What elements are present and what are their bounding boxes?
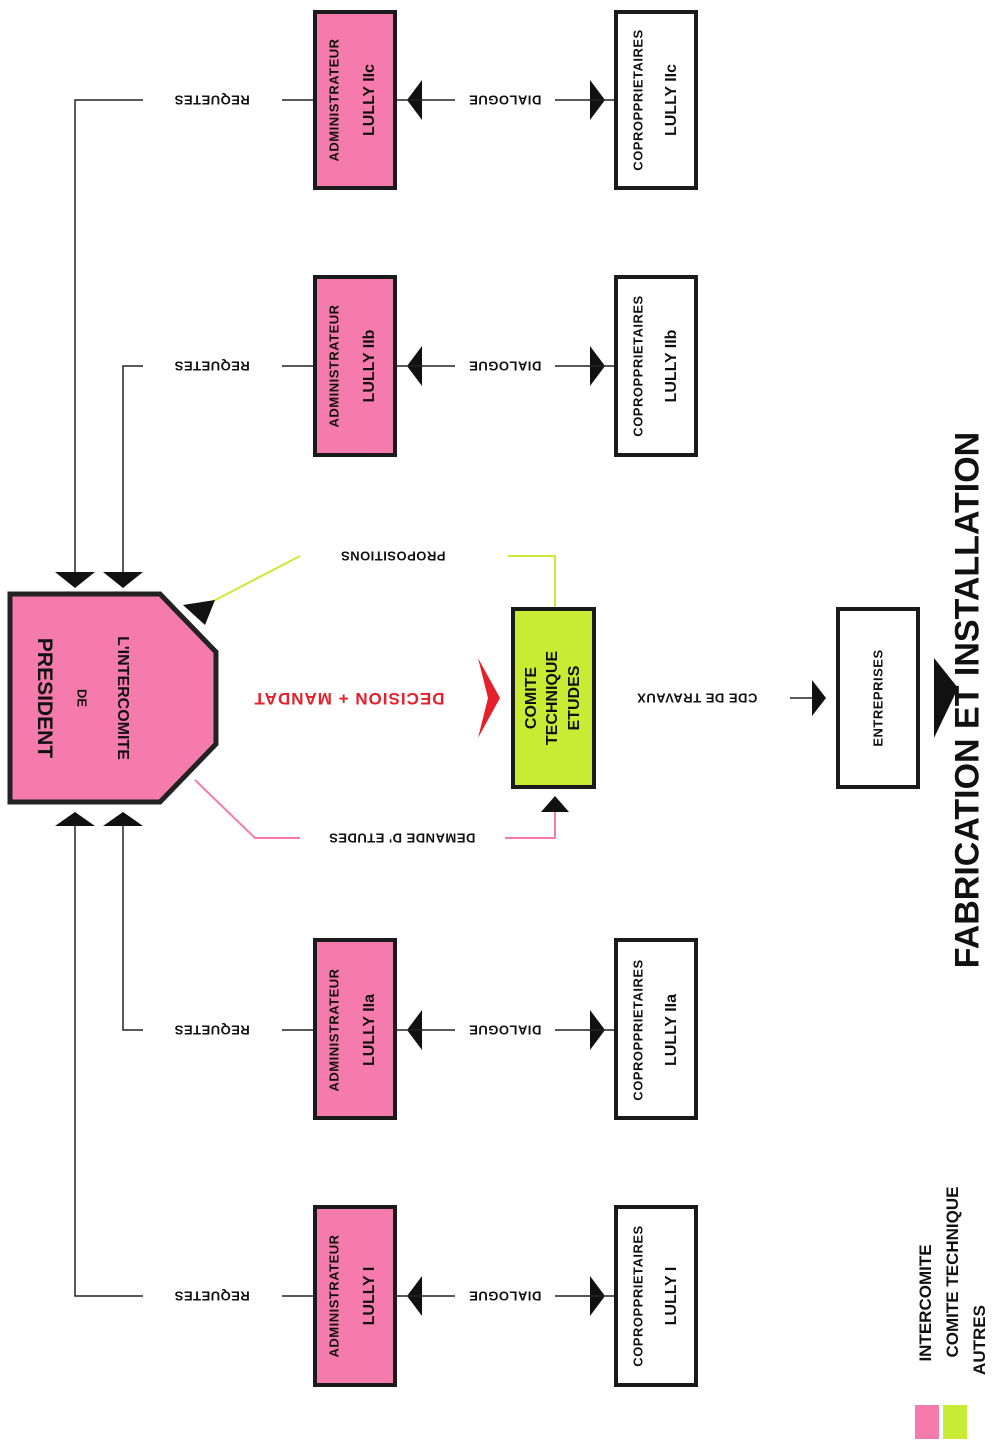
entreprises-box: [836, 607, 920, 789]
dialogue-label: DIALOGUE: [468, 1022, 542, 1038]
admin-box-i: [313, 1205, 397, 1387]
admin-role: ADMINISTRATEUR: [326, 968, 342, 1092]
copro-role: COPROPPRIETAIRES: [630, 29, 646, 171]
admin-role: ADMINISTRATEUR: [326, 38, 342, 162]
requetes-line-iib: [122, 365, 143, 575]
copro-name: LULLY I: [663, 1266, 680, 1326]
arrow-up-2: [103, 812, 143, 826]
legend-label-comite: COMITE TECHNIQUE: [943, 1186, 962, 1358]
admin-name: LULLY IIa: [361, 993, 378, 1067]
dialogue-label: DIALOGUE: [468, 358, 542, 374]
cde-label: CDE DE TRAVAUX: [636, 690, 758, 706]
demande-label: DEMANDE D' ETUDES: [328, 830, 476, 846]
copro-box-iic: [614, 10, 698, 190]
requetes-line-iic: [74, 99, 143, 575]
admin-box-iib: [313, 275, 397, 457]
copro-box-iia: [614, 938, 698, 1120]
copro-box-iib: [614, 275, 698, 457]
legend-label-intercomite: INTERCOMITE: [916, 1244, 935, 1362]
decision-arrow: [478, 658, 500, 738]
entreprises-label: ENTREPRISES: [870, 649, 886, 747]
copro-name: LULLY IIc: [663, 63, 680, 137]
president-line2: DE: [74, 688, 90, 708]
arrow-down-1: [55, 572, 95, 588]
admin-role: ADMINISTRATEUR: [326, 304, 342, 428]
legend-swatch-intercomite: [915, 1405, 939, 1439]
arrow-down-2: [103, 572, 143, 588]
requetes-label: REQUETES: [174, 92, 250, 108]
page-title: FABRICATION ET INSTALLATION: [948, 431, 987, 969]
copro-name: LULLY IIb: [663, 329, 680, 403]
requetes-label: REQUETES: [174, 1288, 250, 1304]
copro-role: COPROPPRIETAIRES: [630, 959, 646, 1101]
comite-line3: ETUDES: [566, 665, 583, 731]
decision-label: DECISION + MANDAT: [253, 689, 445, 708]
admin-name: LULLY IIb: [361, 329, 378, 403]
propositions-label: PROPOSITIONS: [340, 548, 446, 564]
president-line3: L'INTERCOMITE: [114, 636, 131, 760]
admin-role: ADMINISTRATEUR: [326, 1234, 342, 1358]
legend-swatch-comite: [943, 1405, 967, 1439]
requetes-line-iia: [122, 825, 143, 1031]
admin-name: LULLY I: [361, 1266, 378, 1326]
comite-line1: COMITE: [523, 666, 540, 730]
admin-box-iia: [313, 938, 397, 1120]
legend-label-autres: AUTRES: [970, 1305, 989, 1375]
copro-box-i: [614, 1205, 698, 1387]
admin-name: LULLY IIc: [361, 63, 378, 137]
president-line1: PRESIDENT: [33, 637, 56, 759]
requetes-label: REQUETES: [174, 1022, 250, 1038]
copro-role: COPROPPRIETAIRES: [630, 295, 646, 437]
copro-role: COPROPPRIETAIRES: [630, 1225, 646, 1367]
copro-name: LULLY IIa: [663, 993, 680, 1067]
comite-technique-box: [511, 607, 596, 789]
dialogue-label: DIALOGUE: [468, 1288, 542, 1304]
dialogue-label: DIALOGUE: [468, 92, 542, 108]
admin-box-iic: [313, 10, 397, 190]
arrow-up-1: [55, 812, 95, 826]
requetes-label: REQUETES: [174, 358, 250, 374]
requetes-line-i: [74, 825, 143, 1297]
comite-line2: TECHNIQUE: [544, 650, 561, 746]
